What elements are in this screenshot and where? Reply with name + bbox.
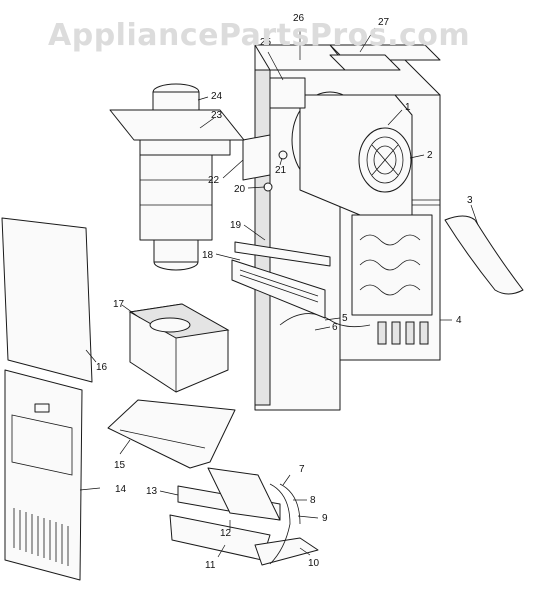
callout-21: 21 [275,165,287,176]
callout-15: 15 [114,460,126,471]
callout-12: 12 [220,528,232,539]
callout-9: 9 [322,513,328,524]
callout-26: 26 [293,13,305,24]
blower-assembly [291,91,413,216]
callout-14: 14 [115,484,127,495]
callout-23: 23 [211,110,223,121]
callout-18: 18 [202,250,214,261]
callout-7: 7 [299,464,305,475]
callout-labels: 1 2 3 4 5 6 7 8 9 10 11 12 13 14 15 16 1… [96,13,473,571]
callout-4: 4 [456,315,462,326]
callout-19: 19 [230,220,242,231]
callout-3: 3 [467,195,473,206]
callout-11: 11 [205,560,216,571]
watermark-text: AppliancePartsPros.com [48,18,471,53]
callout-13: 13 [146,486,158,497]
callout-8: 8 [310,495,316,506]
callout-6: 6 [332,322,338,333]
base-bracket-assembly [169,467,319,566]
callout-2: 2 [427,150,433,161]
callout-24: 24 [211,91,223,102]
callout-17: 17 [113,299,125,310]
control-components [242,54,401,192]
filter-panel [444,215,524,295]
callout-5: 5 [342,313,348,324]
burner-assembly [231,241,331,319]
callout-20: 20 [234,184,246,195]
upper-door-panel [1,217,93,383]
callout-25: 25 [260,37,272,48]
flue-vent-assembly [109,83,245,271]
callout-16: 16 [96,362,108,373]
callout-22: 22 [208,175,220,186]
bottom-tray [107,399,236,469]
louver-grille [13,508,69,566]
draft-diverter [128,303,230,393]
leader-lines [79,27,479,558]
callout-10: 10 [308,558,320,569]
callout-1: 1 [405,102,411,113]
lower-door-panel [4,369,83,581]
callout-27: 27 [378,17,390,28]
